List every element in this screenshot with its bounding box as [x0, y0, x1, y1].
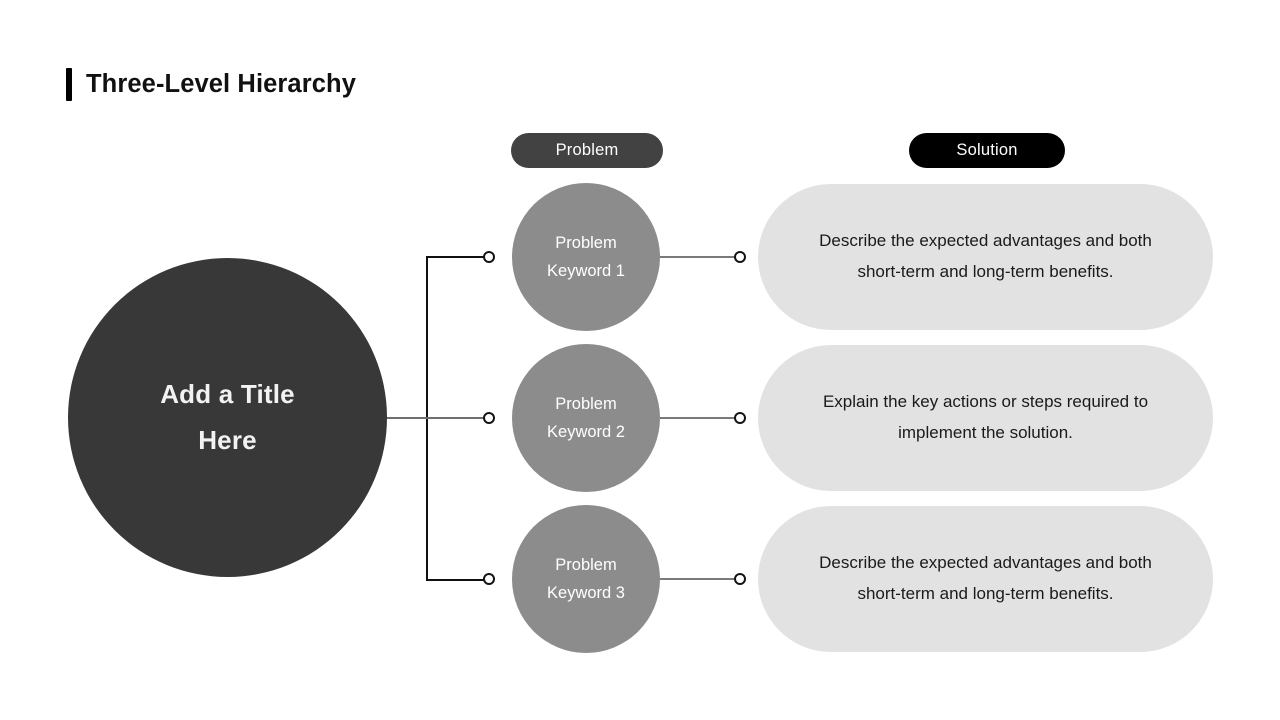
node-dot-left-row3 — [483, 573, 495, 585]
node-dot-left-row1 — [483, 251, 495, 263]
title-accent-bar — [66, 68, 72, 101]
column-header-solution[interactable]: Solution — [909, 133, 1065, 168]
problem-label-row1: Problem Keyword 1 — [547, 233, 625, 280]
problem-circle-row1[interactable]: Problem Keyword 1 — [512, 183, 660, 331]
node-dot-right-row3 — [734, 573, 746, 585]
solution-text-row2: Explain the key actions or steps require… — [822, 392, 1149, 442]
solution-card-row1[interactable]: Describe the expected advantages and bot… — [758, 184, 1213, 330]
column-header-problem-label: Problem — [555, 141, 619, 159]
column-header-problem[interactable]: Problem — [511, 133, 663, 168]
link-line-row3 — [660, 578, 740, 580]
node-dot-right-row1 — [734, 251, 746, 263]
column-header-solution-label: Solution — [956, 141, 1018, 159]
problem-label-row2: Problem Keyword 2 — [547, 394, 625, 441]
bracket-stem-line — [387, 417, 427, 419]
bracket-arm-row1 — [426, 256, 484, 258]
solution-card-row2[interactable]: Explain the key actions or steps require… — [758, 345, 1213, 491]
problem-label-row3: Problem Keyword 3 — [547, 555, 625, 602]
problem-circle-row2[interactable]: Problem Keyword 2 — [512, 344, 660, 492]
solution-text-row1: Describe the expected advantages and bot… — [819, 231, 1152, 281]
bracket-arm-row2 — [426, 417, 484, 419]
page-title: Three-Level Hierarchy — [86, 70, 356, 98]
problem-circle-row3[interactable]: Problem Keyword 3 — [512, 505, 660, 653]
link-line-row1 — [660, 256, 740, 258]
solution-card-row3[interactable]: Describe the expected advantages and bot… — [758, 506, 1213, 652]
bracket-arm-row3 — [426, 579, 484, 581]
node-dot-right-row2 — [734, 412, 746, 424]
hub-label: Add a Title Here — [160, 379, 295, 455]
link-line-row2 — [660, 417, 740, 419]
solution-text-row3: Describe the expected advantages and bot… — [819, 553, 1152, 603]
hub-circle[interactable]: Add a Title Here — [68, 258, 387, 577]
page-title-block: Three-Level Hierarchy — [66, 68, 356, 101]
node-dot-left-row2 — [483, 412, 495, 424]
